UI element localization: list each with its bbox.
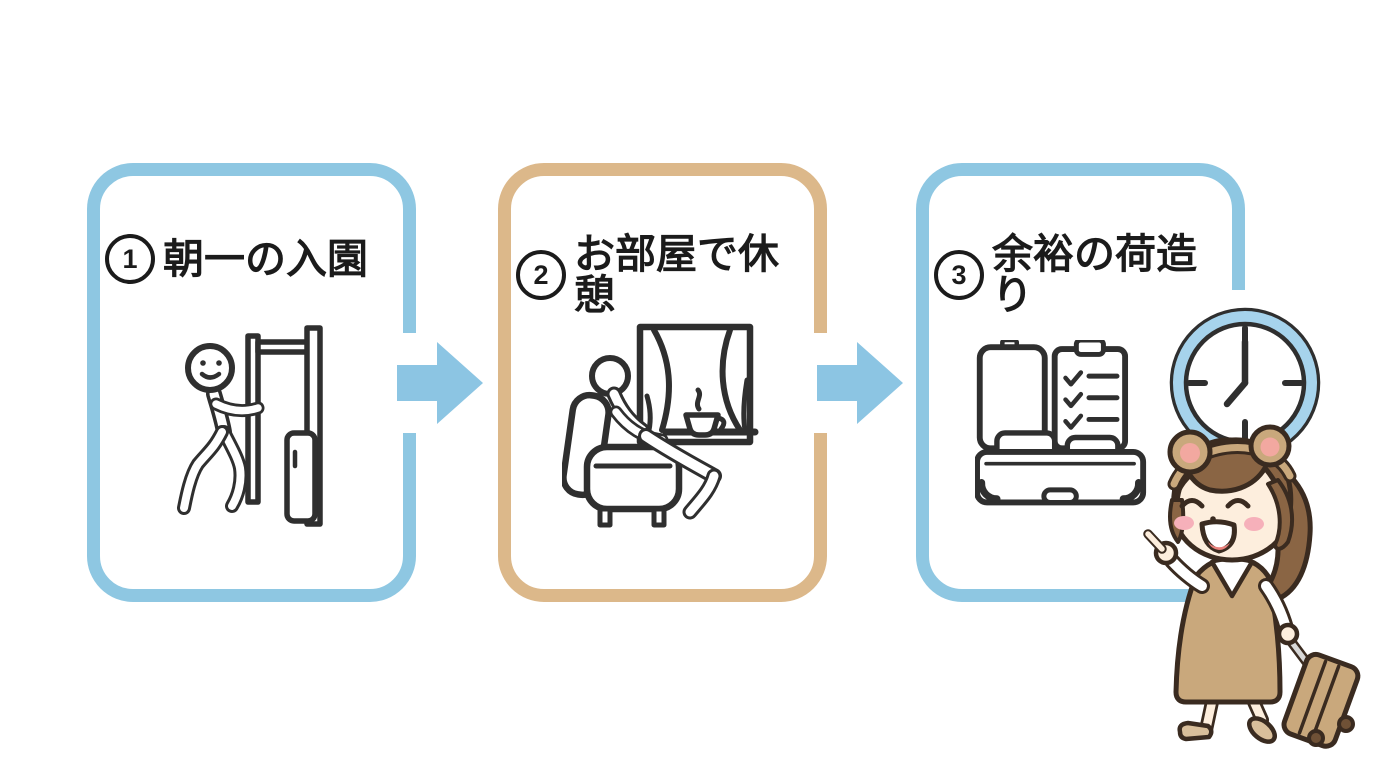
blush (1244, 517, 1264, 531)
rolling-suitcase (1281, 651, 1361, 749)
step-card-1: 1 朝一の入園 (87, 163, 416, 602)
person-resting-armchair-window-icon (562, 323, 759, 528)
hand-on-handle (1276, 622, 1300, 646)
pointing-finger (1145, 531, 1165, 552)
person-head (185, 343, 235, 393)
armchair-person (562, 355, 722, 528)
clipboard-clip (1073, 340, 1106, 357)
step-1-title: 朝一の入園 (163, 235, 368, 282)
step-3-title: 余裕の荷造り (992, 231, 1197, 318)
blush (1174, 516, 1194, 530)
bear-ear (1167, 429, 1213, 475)
step-3-title-row: 3 余裕の荷造り (929, 234, 1232, 316)
pointing-arm (1143, 529, 1210, 594)
suitcase-wheel (1337, 715, 1355, 733)
tongue (1208, 542, 1230, 550)
right-arrow-icon (817, 342, 903, 424)
hour-hand (1223, 379, 1249, 408)
smile (199, 371, 222, 380)
coffee-cup (683, 412, 721, 438)
step-2-title: お部屋で休憩 (574, 231, 779, 318)
chair-leg (651, 506, 667, 528)
case-handle (1041, 487, 1079, 505)
packed-clothes (1064, 434, 1121, 455)
walking-person (177, 343, 265, 515)
clock-hands (1223, 338, 1249, 408)
step-2-number-badge: 2 (516, 250, 566, 300)
chair-leg (597, 506, 613, 528)
open-mouth (1199, 519, 1237, 554)
legs (1177, 695, 1277, 744)
suitcase-wheel (1307, 729, 1325, 747)
bear-ear (1248, 424, 1292, 468)
open-suitcase-base (975, 430, 1147, 506)
closed-eye (1225, 498, 1251, 509)
head (1167, 424, 1297, 563)
gate-door-panel (284, 430, 318, 524)
open-suitcase-checklist-icon (975, 340, 1147, 506)
steam (694, 387, 703, 412)
gate-top-bar (255, 339, 311, 355)
side-lock (1266, 478, 1295, 551)
packed-clothes (994, 430, 1058, 455)
checklist-clipboard (1051, 340, 1129, 452)
shoe (1247, 716, 1277, 744)
right-curtain (719, 327, 743, 433)
girl-character-illustration (1143, 424, 1361, 749)
person-entering-gate-icon (177, 325, 323, 527)
shoe (1177, 720, 1214, 742)
chair-seat (583, 443, 683, 513)
step-2-title-row: 2 お部屋で休憩 (511, 234, 814, 316)
step-card-2: 2 お部屋で休憩 (498, 163, 827, 602)
clock-icon (1165, 303, 1325, 463)
gate-left-pole (245, 333, 261, 505)
face-features (1174, 498, 1264, 554)
closed-eye (1179, 498, 1205, 509)
right-arrow-icon (397, 342, 483, 424)
left-curtain (651, 327, 672, 433)
step-1-number-badge: 1 (105, 234, 155, 284)
step-3-number-badge: 3 (934, 250, 984, 300)
window (636, 323, 759, 446)
step-1-title-row: 1 朝一の入園 (100, 234, 403, 284)
cup-handle (715, 415, 727, 432)
